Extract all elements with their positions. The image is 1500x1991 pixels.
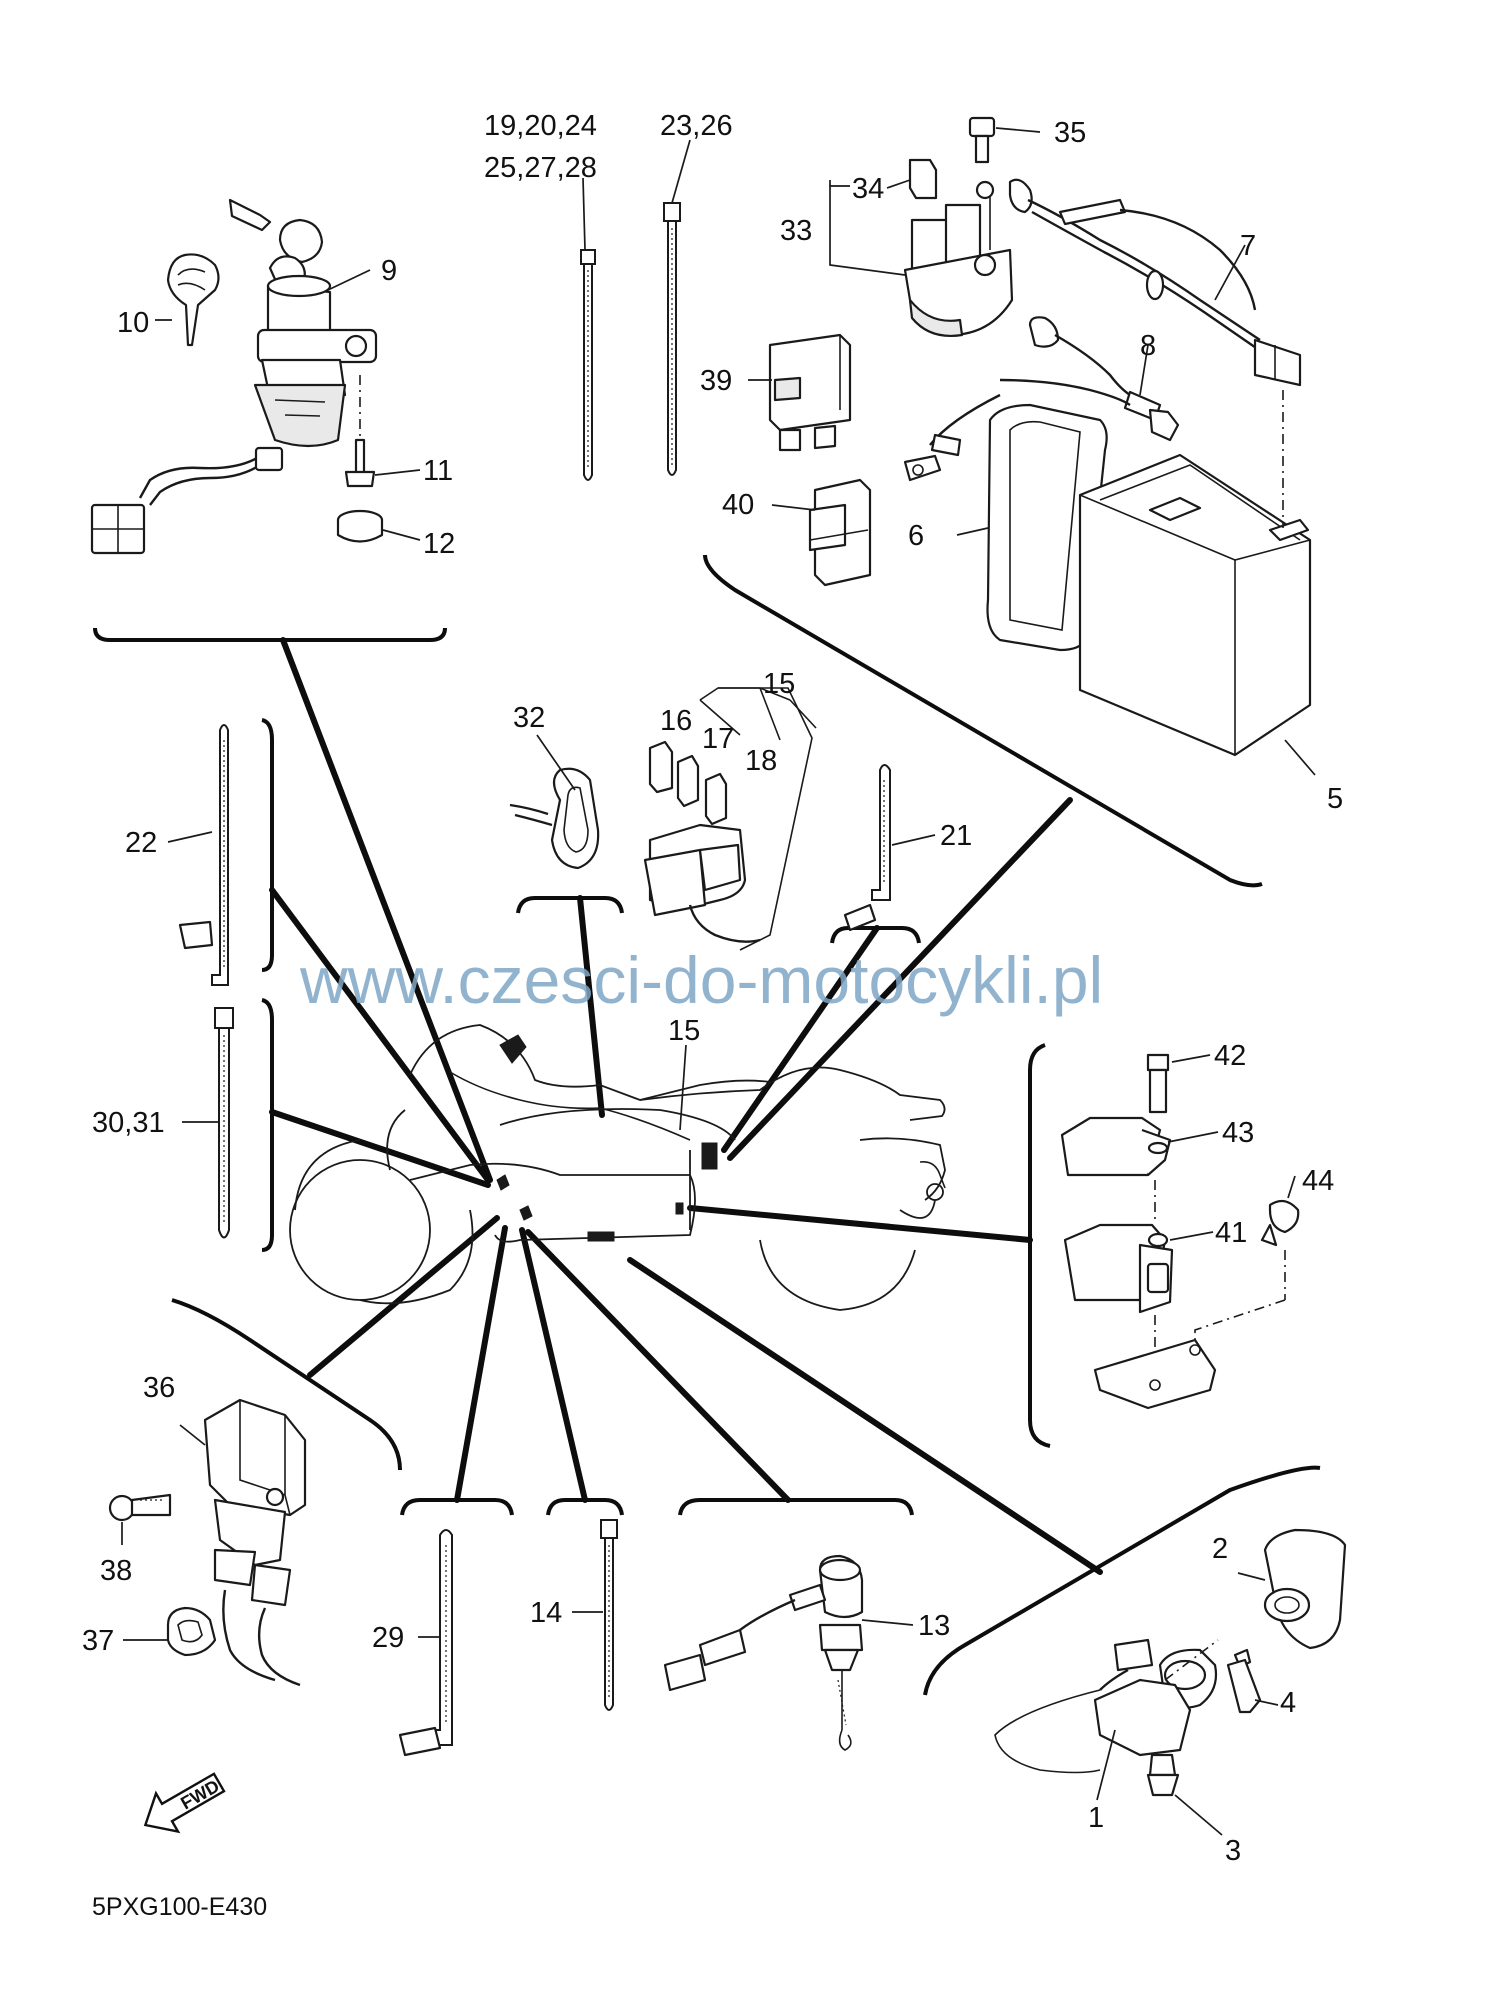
igniter-assembly: [108, 1398, 307, 1687]
watermark-text: www.czesci-do-motocykli.pl: [299, 943, 1103, 1017]
cable-tie-21: [843, 764, 891, 932]
callout-39: 39: [700, 365, 732, 397]
callout-8: 8: [1140, 330, 1156, 362]
callout-36: 36: [143, 1372, 175, 1404]
callout-11: 11: [423, 455, 453, 487]
callout-29: 29: [372, 1622, 404, 1654]
callout-9: 9: [381, 255, 397, 287]
callout-7: 7: [1240, 230, 1256, 262]
callout-10: 10: [117, 307, 149, 339]
callout-33: 33: [780, 215, 812, 247]
callout-15-center: 15: [668, 1015, 700, 1047]
callout-4: 4: [1280, 1687, 1296, 1719]
callout-43: 43: [1222, 1117, 1254, 1149]
grommet-32: [509, 767, 600, 870]
cable-ties-top: [580, 202, 681, 481]
cable-ties-left: [178, 724, 234, 1239]
brake-switch-13: [663, 1554, 864, 1751]
heavy-leaders: [269, 637, 1103, 1575]
callout-38: 38: [100, 1555, 132, 1587]
callout-14: 14: [530, 1597, 562, 1629]
callout-25-27-28: 25,27,28: [484, 152, 597, 184]
callout-35: 35: [1054, 117, 1086, 149]
main-switch-assembly: [90, 198, 384, 555]
callout-13: 13: [918, 1610, 950, 1642]
cable-ties-bottom: [398, 1519, 618, 1757]
callout-3: 3: [1225, 1835, 1241, 1867]
callout-37: 37: [82, 1625, 114, 1657]
callout-17: 17: [702, 723, 734, 755]
callout-44: 44: [1302, 1165, 1334, 1197]
fuse-box-assembly: [643, 687, 817, 951]
callout-12: 12: [423, 528, 455, 560]
callout-19-20-24: 19,20,24: [484, 110, 597, 142]
callout-30-31: 30,31: [92, 1107, 165, 1139]
throttle-sensor-assembly: [994, 1528, 1347, 1797]
motorcycle-outline: [289, 1024, 946, 1311]
callout-21: 21: [940, 820, 972, 852]
callout-23-26: 23,26: [660, 110, 733, 142]
callout-16: 16: [660, 705, 692, 737]
callout-labels: 9 10 11 12 19,20,24 25,27,28 23,26 35 34…: [82, 110, 1343, 1867]
forward-direction-arrow: FWD: [143, 1772, 226, 1834]
callout-5: 5: [1327, 783, 1343, 815]
battery-relay-assembly: [768, 116, 1312, 757]
callout-6: 6: [908, 520, 924, 552]
callout-32: 32: [513, 702, 545, 734]
callout-42: 42: [1214, 1040, 1246, 1072]
callout-leaders: [121, 127, 1316, 1836]
callout-1: 1: [1088, 1802, 1104, 1834]
drawing-code: 5PXG100-E430: [92, 1893, 267, 1921]
callout-2: 2: [1212, 1533, 1228, 1565]
callout-18: 18: [745, 745, 777, 777]
callout-15-top: 15: [763, 668, 795, 700]
callout-41: 41: [1215, 1217, 1247, 1249]
callout-40: 40: [722, 489, 754, 521]
callout-22: 22: [125, 827, 157, 859]
callout-34: 34: [852, 173, 884, 205]
lean-sensor-assembly: [1060, 1053, 1300, 1410]
